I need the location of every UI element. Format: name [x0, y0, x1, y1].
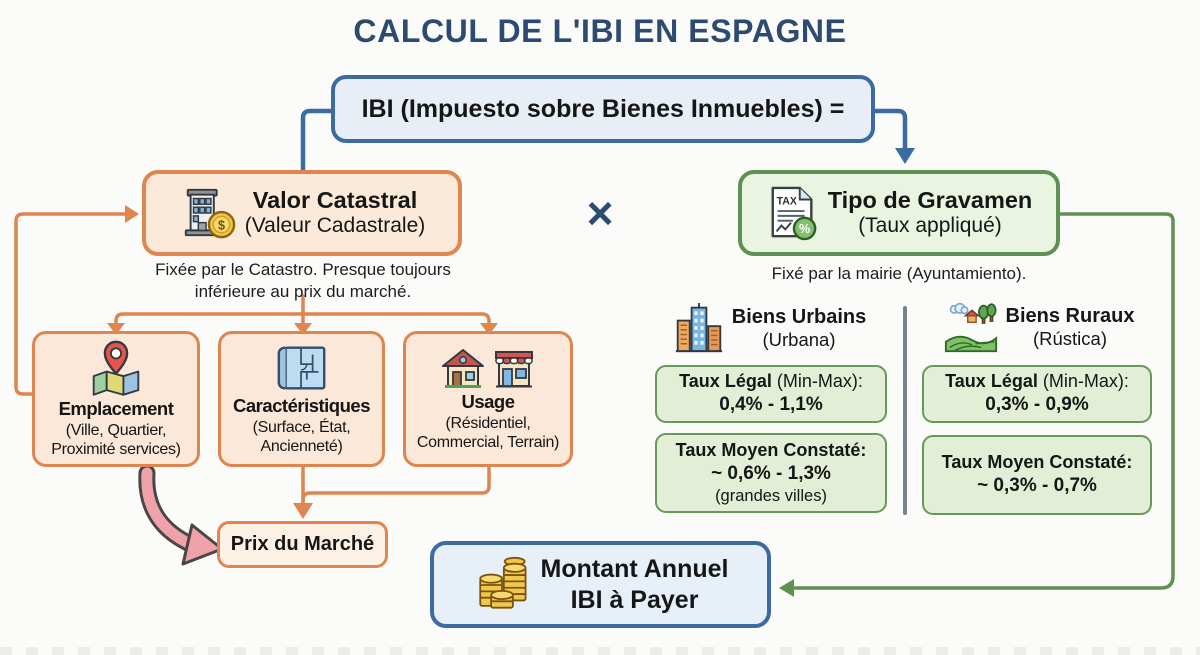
- usage-sub: (Résidentiel, Commercial, Terrain): [416, 414, 560, 451]
- connector-emplacement-loop: [14, 212, 128, 396]
- usage-title: Usage: [461, 390, 515, 412]
- column-divider: [903, 306, 907, 515]
- rural-header: Biens Ruraux (Rústica): [918, 297, 1160, 357]
- tipo-title: Tipo de Gravamen: [827, 186, 1033, 213]
- arrowhead-montant: [779, 579, 794, 597]
- connector-tipo-to-montant: [792, 212, 1175, 590]
- urban-moyen-label: Taux Moyen Constaté:: [675, 439, 867, 460]
- montant-line2: IBI à Payer: [570, 585, 699, 614]
- emplacement-sub: (Ville, Quartier, Proximité services): [51, 421, 181, 458]
- blueprint-icon: [277, 346, 325, 390]
- connector-ibi-to-tipo: [872, 108, 908, 152]
- coins-icon: [478, 556, 526, 609]
- house-shop-icons: [440, 346, 537, 390]
- formula-label: IBI (Impuesto sobre Bienes Inmuebles) =: [361, 94, 845, 123]
- urban-title: Biens Urbains: [731, 305, 867, 328]
- rural-legal-value: 0,3% - 0,9%: [985, 394, 1089, 416]
- prix-marche-box: Prix du Marché: [217, 521, 388, 568]
- connector-usage-elbow: [301, 466, 491, 502]
- tipo-caption: Fixé par la mairie (Ayuntamiento).: [771, 264, 1027, 283]
- tax-percent-icon: TAX %: [771, 186, 817, 241]
- rural-legal-rate-box: Taux Légal (Min-Max): 0,3% - 0,9%: [922, 365, 1152, 423]
- connector-ibi-to-valor: [300, 108, 334, 172]
- connector-factor-rail: [114, 312, 491, 329]
- pink-curved-arrow: [138, 464, 224, 566]
- rural-header-text: Biens Ruraux (Rústica): [1006, 304, 1135, 350]
- factor-caracteristiques: Caractéristiques (Surface, État, Ancienn…: [218, 331, 385, 467]
- city-icon: [675, 303, 722, 353]
- page-title: CALCUL DE L'IBI EN ESPAGNE: [353, 13, 847, 49]
- rural-subtitle: (Rústica): [1032, 327, 1107, 349]
- valor-title: Valor Catastral: [252, 186, 418, 213]
- arrowhead-usage: [480, 323, 498, 335]
- factor-usage: Usage (Résidentiel, Commercial, Terrain): [403, 331, 573, 467]
- urban-moyen-value: ~ 0,6% - 1,3%: [711, 462, 831, 484]
- bottom-artifact: [0, 647, 1200, 655]
- rural-moyen-label: Taux Moyen Constaté:: [941, 452, 1133, 473]
- urban-legal-label: Taux Légal (Min-Max):: [679, 371, 863, 392]
- arrowhead-valor-loop: [125, 205, 139, 223]
- arrowhead-caracteristiques: [294, 323, 312, 335]
- valor-catastral-box: $ Valor Catastral (Valeur Cadastrale): [142, 170, 462, 256]
- rural-average-rate-box: Taux Moyen Constaté: ~ 0,3% - 0,7%: [922, 435, 1152, 515]
- emplacement-title: Emplacement: [58, 397, 174, 419]
- svg-text:TAX: TAX: [776, 195, 796, 207]
- urban-legal-value: 0,4% - 1,1%: [719, 394, 823, 416]
- shop-icon: [494, 350, 533, 388]
- farm-icon: [944, 302, 997, 353]
- urban-subtitle: (Urbana): [762, 328, 836, 350]
- montant-text: Montant Annuel IBI à Payer: [541, 554, 729, 615]
- tipo-subtitle: (Taux appliqué): [858, 214, 1002, 238]
- urban-moyen-note: (grandes villes): [715, 487, 827, 506]
- svg-text:%: %: [799, 222, 810, 236]
- urban-average-rate-box: Taux Moyen Constaté: ~ 0,6% - 1,3% (gran…: [655, 433, 887, 513]
- urban-legal-rate-box: Taux Légal (Min-Max): 0,4% - 1,1%: [655, 365, 887, 423]
- caracteristiques-sub: (Surface, État, Ancienneté): [252, 418, 351, 455]
- house-icon: [441, 348, 484, 388]
- valor-text: Valor Catastral (Valeur Cadastrale): [245, 187, 426, 239]
- valor-subtitle: (Valeur Cadastrale): [244, 214, 426, 238]
- arrowhead-prix: [293, 503, 313, 519]
- arrowhead-tipo: [895, 148, 915, 164]
- montant-annuel-box: Montant Annuel IBI à Payer: [430, 541, 771, 628]
- urban-header-text: Biens Urbains (Urbana): [732, 305, 866, 351]
- map-pin-icon: [92, 340, 140, 396]
- caracteristiques-title: Caractéristiques: [233, 394, 370, 416]
- rural-title: Biens Ruraux: [1005, 304, 1135, 327]
- valor-caption: Fixée par le Catastro. Presque toujours …: [155, 260, 451, 302]
- building-coin-icon: $: [184, 188, 236, 239]
- montant-line1: Montant Annuel: [540, 555, 729, 583]
- rural-legal-label: Taux Légal (Min-Max):: [945, 371, 1129, 392]
- urban-header: Biens Urbains (Urbana): [650, 299, 890, 357]
- svg-text:$: $: [218, 218, 225, 232]
- arrowhead-emplacement: [107, 323, 125, 335]
- tipo-gravamen-box: TAX % Tipo de Gravamen (Taux appliqué): [738, 170, 1060, 256]
- multiply-operator: ×: [586, 187, 614, 239]
- tipo-text: Tipo de Gravamen (Taux appliqué): [828, 187, 1033, 239]
- formula-box: IBI (Impuesto sobre Bienes Inmuebles) =: [331, 75, 875, 143]
- factor-emplacement: Emplacement (Ville, Quartier, Proximité …: [32, 331, 200, 467]
- rural-moyen-value: ~ 0,3% - 0,7%: [977, 475, 1097, 497]
